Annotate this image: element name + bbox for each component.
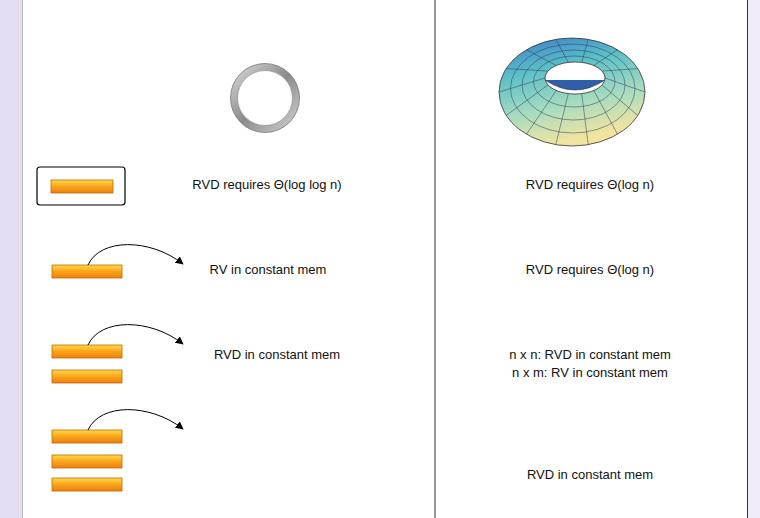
memory-bar: [52, 478, 122, 491]
column-divider: [435, 0, 436, 518]
memory-bar: [52, 345, 122, 358]
cell-text: n x n: RVD in constant mem: [509, 347, 671, 363]
curved-arrow: [88, 325, 183, 345]
cell-text: RVD in constant mem: [527, 467, 653, 483]
curved-arrow: [88, 410, 183, 430]
curved-arrow: [88, 245, 183, 265]
ring-image: [234, 67, 296, 129]
memory-bar: [52, 370, 122, 383]
cell-text: RVD requires Θ(log log n): [192, 177, 341, 193]
memory-bar: [52, 430, 122, 443]
memory-bar: [52, 265, 122, 278]
cell-text: RVD requires Θ(log n): [526, 262, 654, 278]
frame-box: [37, 167, 125, 205]
memory-bar: [51, 180, 113, 193]
cell-text: RVD requires Θ(log n): [526, 177, 654, 193]
memory-bar: [52, 455, 122, 468]
torus-image: [499, 38, 645, 146]
cell-text: RVD in constant mem: [214, 347, 340, 363]
cell-text: RV in constant mem: [210, 262, 327, 278]
cell-text: n x m: RV in constant mem: [512, 365, 668, 381]
